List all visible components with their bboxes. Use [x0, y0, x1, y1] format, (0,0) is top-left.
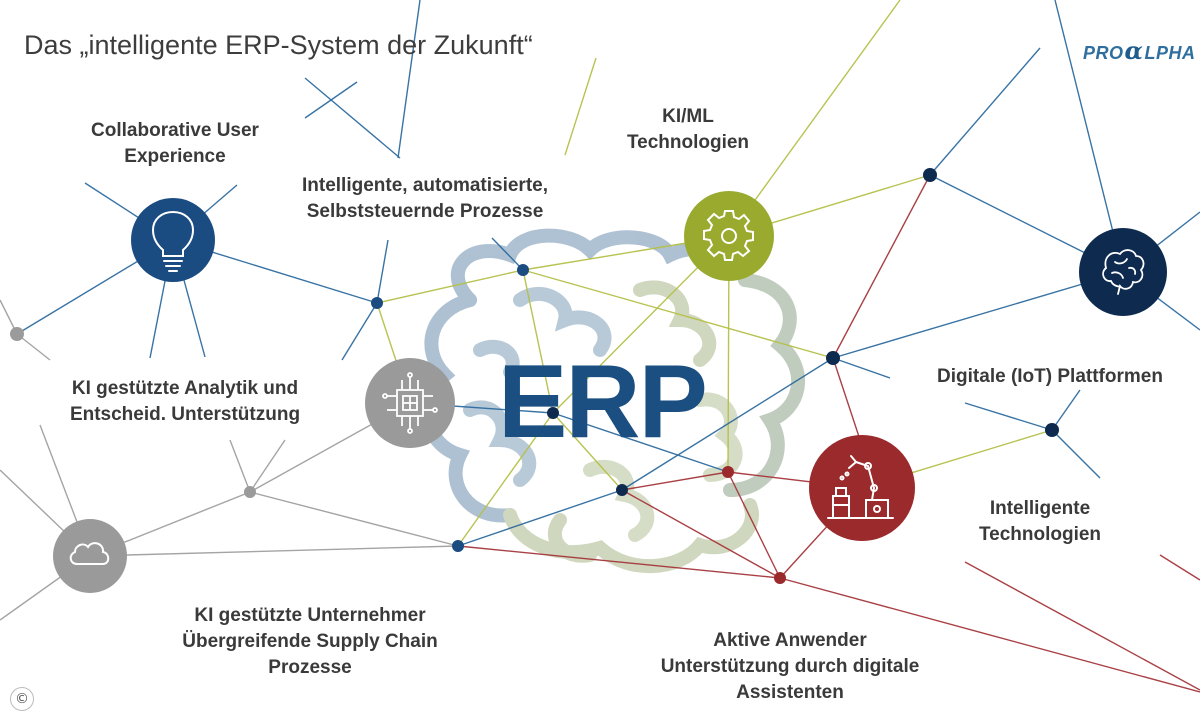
junction-node	[1045, 423, 1059, 437]
edge-line	[1051, 389, 1081, 431]
edge-line	[621, 489, 781, 579]
label-line: KI/ML	[662, 106, 714, 127]
lightbulb-icon	[151, 210, 195, 272]
label-iot-plattformen: Digitale (IoT) Plattformen	[905, 364, 1195, 390]
label-line: Assistenten	[736, 682, 844, 703]
logo-text-right: LPHA	[1144, 43, 1196, 63]
page-title: Das „intelligente ERP-System der Zukunft…	[24, 30, 533, 60]
gear-icon	[703, 210, 754, 261]
label-line: Intelligente	[989, 498, 1091, 519]
label-line: Prozesse	[268, 657, 352, 678]
junction-node	[722, 466, 734, 478]
junction-node	[371, 297, 383, 309]
edge-line	[376, 239, 389, 304]
label-line: Experience	[124, 146, 226, 167]
junction-node	[452, 540, 464, 552]
junction-node	[923, 168, 937, 182]
proalpha-logo: PROαLPHA	[1083, 36, 1195, 65]
edge-line	[779, 577, 1200, 693]
edge-line	[621, 357, 834, 491]
edge-line	[621, 471, 729, 491]
edge-line	[304, 81, 358, 119]
edge-line	[376, 269, 524, 304]
edge-line	[249, 439, 286, 493]
edge-line	[964, 402, 1053, 431]
edge-line	[491, 237, 524, 271]
edge-line	[552, 412, 623, 491]
edge-line	[832, 271, 1124, 359]
label-ki-ml-technologien: KI/ML Technologien	[598, 104, 778, 156]
edge-line	[832, 174, 931, 359]
junction-node	[244, 486, 256, 498]
label-line: Übergreifende Supply Chain	[182, 631, 438, 652]
edge-line	[1159, 554, 1200, 581]
label-supply-chain: KI gestützte Unternehmer Übergreifende S…	[160, 603, 460, 681]
junction-node	[10, 327, 24, 341]
edge-line	[929, 47, 1041, 176]
edge-line	[457, 412, 554, 547]
brain-icon	[1102, 249, 1145, 295]
edge-line	[564, 57, 597, 156]
chip-icon	[382, 372, 438, 434]
label-digitale-assistenten: Aktive Anwender Unterstützung durch digi…	[630, 628, 950, 706]
node-collab	[131, 198, 215, 282]
node-kiml	[684, 191, 774, 281]
edge-line	[552, 412, 729, 473]
node-brain	[1079, 228, 1167, 316]
edge-line	[727, 471, 781, 579]
node-cloud	[53, 519, 127, 593]
nodes	[10, 168, 1059, 584]
label-collaborative-ux: Collaborative User Experience	[40, 118, 310, 170]
junction-node	[616, 484, 628, 496]
junction-node	[547, 407, 559, 419]
label-line: Collaborative User	[91, 120, 259, 141]
edge-line	[229, 439, 251, 493]
label-intelligente-technologien: Intelligente Technologien	[950, 496, 1130, 548]
cloud-icon	[69, 542, 110, 565]
edge-line	[397, 0, 421, 159]
junction-node	[517, 264, 529, 276]
edge-line	[16, 333, 51, 361]
node-robot	[809, 435, 915, 541]
logo-alpha: α	[1124, 36, 1144, 65]
label-line: Entscheid. Unterstützung	[69, 404, 301, 425]
edge-line	[1051, 429, 1101, 479]
edge-line	[457, 489, 623, 547]
edge-line	[728, 0, 901, 237]
copyright-badge: ©	[10, 687, 34, 711]
label-line: Technologien	[978, 524, 1102, 545]
edge-line	[1054, 0, 1124, 273]
robot-arm-icon	[827, 455, 894, 519]
label-line: Intelligente, automatisierte,	[302, 175, 548, 196]
edge-line	[249, 491, 459, 547]
edge-line	[457, 545, 781, 579]
label-line: Aktive Anwender	[713, 630, 867, 651]
label-line: KI gestützte Unternehmer	[194, 605, 426, 626]
edge-line	[304, 77, 401, 159]
label-line: Digitale (IoT) Plattformen	[937, 366, 1163, 387]
junction-node	[826, 351, 840, 365]
edge-line	[522, 269, 554, 414]
node-analytik	[365, 358, 455, 448]
edge-line	[964, 561, 1200, 691]
edge-line	[341, 302, 378, 361]
erp-center-label: ERP	[498, 344, 708, 460]
edge-line	[89, 545, 459, 557]
label-line: KI gestützte Analytik und	[71, 378, 299, 399]
logo-text-left: PRO	[1083, 43, 1124, 63]
junction-node	[774, 572, 786, 584]
label-ki-analytik: KI gestützte Analytik und Entscheid. Unt…	[40, 376, 330, 428]
label-line: Technologien	[626, 132, 750, 153]
label-line: Selbststeuernde Prozesse	[306, 201, 544, 222]
label-intelligente-prozesse: Intelligente, automatisierte, Selbststeu…	[270, 173, 580, 225]
edge-line	[522, 269, 834, 359]
label-line: Unterstützung durch digitale	[660, 656, 920, 677]
edge-line	[832, 357, 891, 379]
